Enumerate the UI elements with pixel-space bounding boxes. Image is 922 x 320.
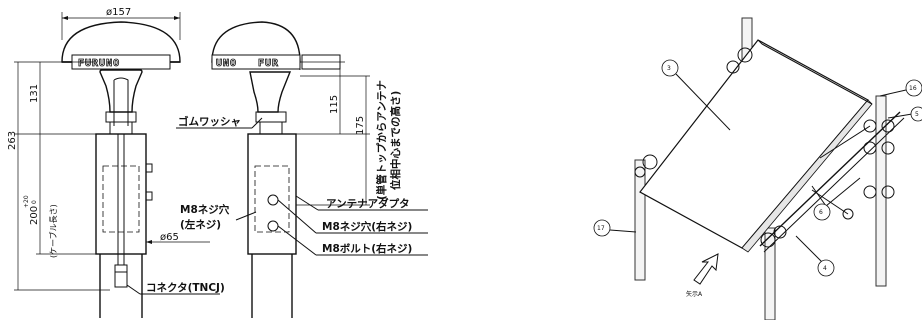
balloon-4: 4 <box>823 265 827 272</box>
callout-rubber-washer: ゴムワッシャ <box>178 115 241 128</box>
side-view: UNO FUR 115 175 (単管トップからアンテナ 位相中心までの高さ) … <box>176 21 428 318</box>
callout-connector: コネクタ(TNCJ) <box>146 282 225 294</box>
dim-pipe-tol-upper: +20 <box>23 195 30 208</box>
brand-side-b: FUR <box>258 58 279 69</box>
balloon-5: 5 <box>915 111 919 118</box>
balloon-17: 17 <box>597 225 605 232</box>
vertical-note-1: (単管トップからアンテナ <box>375 80 388 200</box>
brand-side-a: UNO <box>216 58 237 69</box>
balloon-16: 16 <box>909 85 917 92</box>
arrow-label: 矢示A <box>686 290 703 298</box>
dim-total-height: 263 <box>7 131 18 150</box>
balloon-6: 6 <box>819 209 823 216</box>
dim-height-to-top: 175 <box>355 116 366 135</box>
dim-top-width: ø157 <box>106 7 131 18</box>
brand-front: FURUNO <box>78 58 120 69</box>
dim-pipe-length: 200 <box>29 206 40 225</box>
dim-pipe-diameter: ø65 <box>160 232 179 243</box>
dim-pipe-tol-lower: 0 <box>31 200 38 204</box>
callout-m8-hole-right: M8ネジ穴(右ネジ) <box>322 220 412 233</box>
front-view: ø157 FURUNO 131 263 200 +20 <box>7 7 225 318</box>
panel-isometric: 3 16 5 17 6 4 矢示A <box>593 17 922 320</box>
callout-antenna-adapter: アンテナアダプタ <box>326 197 410 210</box>
dim-cable-length: (ケーブル長さ) <box>48 204 58 258</box>
balloon-3: 3 <box>667 65 671 72</box>
callout-m8-hole-left: M8ネジ穴 <box>180 203 230 216</box>
dim-height-to-center: 115 <box>329 95 340 114</box>
dim-dome-height: 131 <box>29 84 40 103</box>
callout-m8-bolt-right: M8ボルト(右ネジ) <box>322 242 412 255</box>
view-arrow-icon <box>693 253 719 285</box>
callout-m8-hole-left-sub: (左ネジ) <box>180 218 221 231</box>
vertical-note-2: 位相中心までの高さ) <box>389 91 402 190</box>
